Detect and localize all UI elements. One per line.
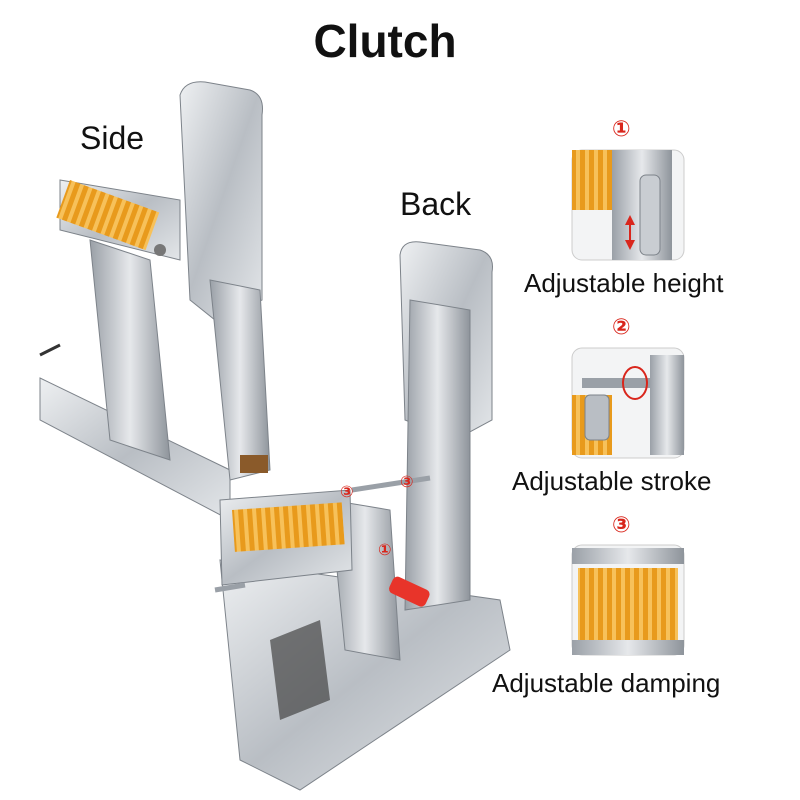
page-title: Clutch <box>313 15 457 67</box>
detail-2-caption: Adjustable stroke <box>512 466 712 496</box>
detail-3-number: ③ <box>612 512 631 537</box>
detail-1-number: ① <box>612 116 631 141</box>
back-view-label: Back <box>400 186 472 222</box>
back-callout-height: ① <box>378 542 392 559</box>
back-callout-stroke: ③ <box>400 474 414 491</box>
detail-height-image <box>571 149 685 261</box>
side-view-pedal <box>39 81 271 521</box>
detail-2-number: ② <box>612 314 631 339</box>
detail-3-caption: Adjustable damping <box>492 668 721 698</box>
back-callout-damping: ③ <box>340 484 354 501</box>
detail-stroke-image <box>571 347 685 459</box>
detail-1-caption: Adjustable height <box>524 268 724 298</box>
back-view-pedal <box>214 241 511 791</box>
detail-damping-image <box>571 544 685 656</box>
side-view-label: Side <box>80 120 145 156</box>
